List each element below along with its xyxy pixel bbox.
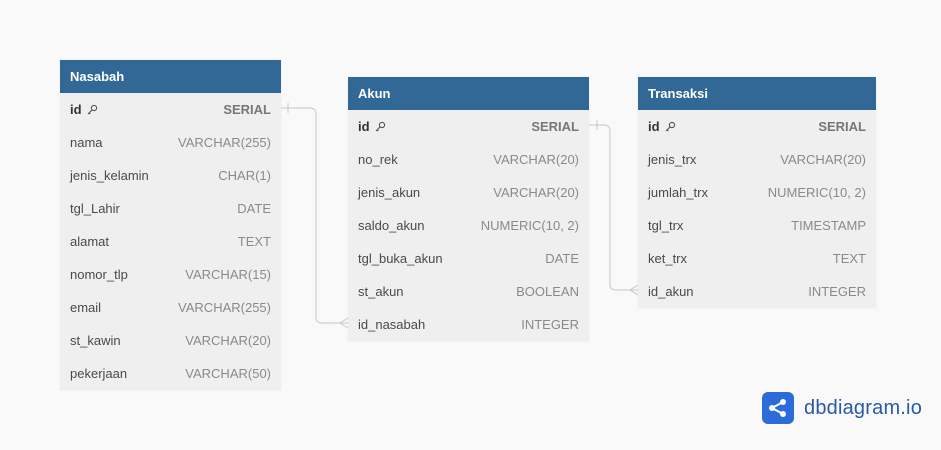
brand-name: dbdiagram.io [804, 396, 923, 419]
field-type: SERIAL [818, 119, 866, 134]
field-name: tgl_trx [648, 218, 684, 233]
field-name: jenis_trx [648, 152, 697, 167]
brand-watermark[interactable]: dbdiagram.io [762, 392, 922, 424]
field-name: nomor_tlp [70, 267, 128, 282]
field-row[interactable]: nomor_tlp VARCHAR(15) [60, 258, 281, 291]
key-icon [665, 121, 675, 131]
field-type: VARCHAR(20) [493, 185, 579, 200]
field-type: VARCHAR(20) [493, 152, 579, 167]
field-name: st_kawin [70, 333, 121, 348]
field-name: tgl_Lahir [70, 201, 120, 216]
field-type: INTEGER [521, 317, 579, 332]
field-row[interactable]: id_nasabah INTEGER [348, 308, 589, 341]
field-name: id [70, 102, 82, 117]
field-name: jumlah_trx [648, 185, 708, 200]
field-row[interactable]: saldo_akun NUMERIC(10, 2) [348, 209, 589, 242]
field-type: CHAR(1) [218, 168, 271, 183]
field-name-wrapper: id [70, 102, 98, 117]
field-type: SERIAL [223, 102, 271, 117]
field-row[interactable]: ket_trx TEXT [638, 242, 876, 275]
field-type: DATE [237, 201, 271, 216]
field-type: BOOLEAN [516, 284, 579, 299]
key-icon [375, 121, 385, 131]
field-row[interactable]: id SERIAL [348, 110, 589, 143]
field-name: saldo_akun [358, 218, 425, 233]
field-row[interactable]: alamat TEXT [60, 225, 281, 258]
table-header[interactable]: Transaksi [638, 77, 876, 110]
field-row[interactable]: no_rek VARCHAR(20) [348, 143, 589, 176]
field-row[interactable]: tgl_trx TIMESTAMP [638, 209, 876, 242]
field-type: VARCHAR(50) [185, 366, 271, 381]
field-row[interactable]: jenis_kelamin CHAR(1) [60, 159, 281, 192]
dbdiagram-logo-icon [762, 392, 794, 424]
field-row[interactable]: jumlah_trx NUMERIC(10, 2) [638, 176, 876, 209]
field-name: jenis_akun [358, 185, 421, 200]
table-header[interactable]: Nasabah [60, 60, 281, 93]
key-icon [87, 104, 97, 114]
field-type: VARCHAR(255) [178, 135, 271, 150]
table-transaksi[interactable]: Transaksi id SERIAL jenis_trx VARCHAR(20)… [638, 77, 876, 308]
field-name: id_akun [648, 284, 694, 299]
field-row[interactable]: st_akun BOOLEAN [348, 275, 589, 308]
field-row[interactable]: nama VARCHAR(255) [60, 126, 281, 159]
field-type: TEXT [237, 234, 271, 249]
field-type: INTEGER [808, 284, 866, 299]
field-type: VARCHAR(255) [178, 300, 271, 315]
share-nodes-icon [769, 399, 786, 417]
table-header[interactable]: Akun [348, 77, 589, 110]
field-type: DATE [545, 251, 579, 266]
field-type: SERIAL [531, 119, 579, 134]
field-name: st_akun [358, 284, 404, 299]
field-row[interactable]: jenis_akun VARCHAR(20) [348, 176, 589, 209]
field-row[interactable]: id SERIAL [60, 93, 281, 126]
field-row[interactable]: id_akun INTEGER [638, 275, 876, 308]
field-type: VARCHAR(20) [780, 152, 866, 167]
field-name: jenis_kelamin [70, 168, 149, 183]
many-marker [629, 284, 639, 296]
connector-akun-transaksi[interactable] [589, 120, 639, 296]
field-name: ket_trx [648, 251, 688, 266]
field-type: VARCHAR(15) [185, 267, 271, 282]
field-type: NUMERIC(10, 2) [480, 218, 579, 233]
field-type: TEXT [832, 251, 866, 266]
field-name: id [648, 119, 660, 134]
field-type: TIMESTAMP [791, 218, 866, 233]
field-name: nama [70, 135, 103, 150]
field-name: id_nasabah [358, 317, 426, 332]
field-row[interactable]: jenis_trx VARCHAR(20) [638, 143, 876, 176]
field-name-wrapper: id [648, 119, 676, 134]
field-name: id [358, 119, 370, 134]
field-row[interactable]: tgl_Lahir DATE [60, 192, 281, 225]
field-name-wrapper: id [358, 119, 386, 134]
field-type: VARCHAR(20) [185, 333, 271, 348]
field-name: pekerjaan [70, 366, 128, 381]
field-row[interactable]: st_kawin VARCHAR(20) [60, 324, 281, 357]
field-name: email [70, 300, 102, 315]
field-name: alamat [70, 234, 110, 249]
many-marker [339, 317, 349, 329]
field-name: no_rek [358, 152, 398, 167]
field-row[interactable]: id SERIAL [638, 110, 876, 143]
field-row[interactable]: email VARCHAR(255) [60, 291, 281, 324]
field-row[interactable]: tgl_buka_akun DATE [348, 242, 589, 275]
field-name: tgl_buka_akun [358, 251, 443, 266]
field-row[interactable]: pekerjaan VARCHAR(50) [60, 357, 281, 390]
connector-nasabah-akun[interactable] [281, 103, 349, 329]
field-type: NUMERIC(10, 2) [767, 185, 866, 200]
